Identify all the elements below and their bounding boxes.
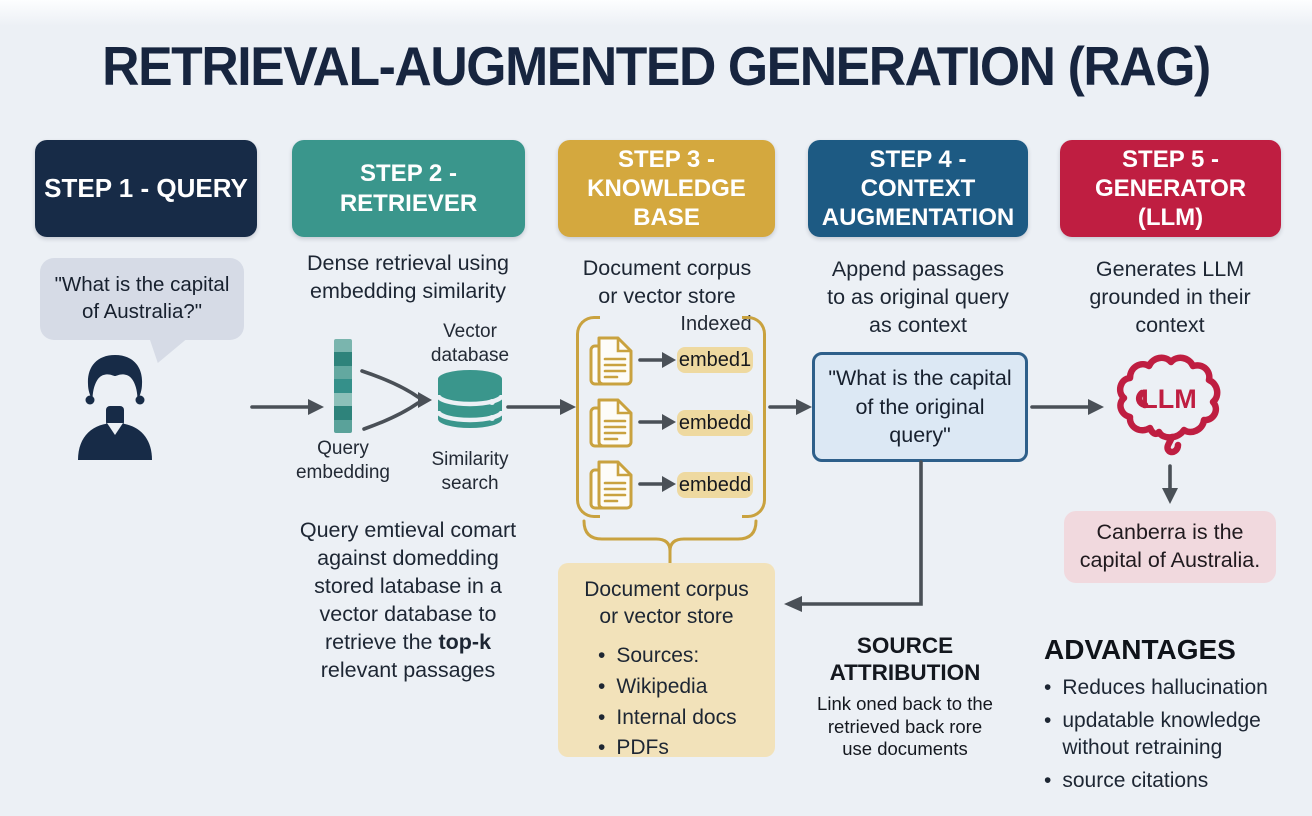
answer-box: Canberra is the capital of Australia. bbox=[1064, 511, 1276, 583]
document-icon bbox=[589, 336, 633, 386]
arrow-query-to-embedding-icon bbox=[250, 399, 324, 415]
corpus-bullet: Internal docs bbox=[598, 705, 765, 732]
left-bracket-icon bbox=[576, 316, 600, 518]
corpus-bullet: Wikipedia bbox=[598, 674, 765, 701]
query-speech-bubble: "What is the capital of Australia?" bbox=[40, 258, 244, 340]
arrow-doc-to-embed-icon bbox=[638, 414, 676, 430]
embedding-pill: embedd bbox=[677, 472, 753, 498]
brace-icon bbox=[582, 519, 758, 569]
corpus-box-title: Document corpus or vector store bbox=[584, 578, 749, 628]
step5-heading: Generates LLM grounded in their context bbox=[1089, 257, 1251, 337]
advantages-title: ADVANTAGES bbox=[1044, 634, 1236, 665]
right-bracket-icon bbox=[742, 316, 766, 518]
elbow-arrow-icon bbox=[784, 460, 923, 612]
advantage-item: Reduces hallucination bbox=[1044, 675, 1292, 702]
llm-label: LLM bbox=[1141, 384, 1196, 414]
merge-arrows-icon bbox=[360, 369, 432, 431]
arrow-llm-to-answer-icon bbox=[1162, 464, 1178, 504]
step4-heading: Append passages to as original query as … bbox=[827, 257, 1009, 337]
step2-description: Query emtieval comart against domedding … bbox=[278, 517, 538, 685]
document-icon bbox=[589, 398, 633, 448]
source-attribution-body: Link oned back to the retrieved back ror… bbox=[817, 693, 993, 760]
user-icon bbox=[78, 355, 152, 460]
step2-topk: top-k bbox=[438, 629, 492, 654]
arrow-corpus-to-context-icon bbox=[768, 399, 812, 415]
step3-header: STEP 3 - KNOWLEDGE BASE bbox=[558, 140, 775, 237]
vector-database-label: Vector database bbox=[430, 321, 510, 366]
step2-description-top: Query emtieval comart against domedding … bbox=[299, 518, 517, 626]
page-title: RETRIEVAL-AUGMENTED GENERATION (RAG) bbox=[102, 35, 1211, 97]
embedding-vector-icon bbox=[334, 339, 352, 433]
step2-header: STEP 2 - RETRIEVER bbox=[292, 140, 525, 237]
arrow-doc-to-embed-icon bbox=[638, 352, 676, 368]
indexed-label: Indexed bbox=[680, 313, 752, 335]
source-attribution: SOURCE ATTRIBUTION Link oned back to the… bbox=[800, 632, 1010, 761]
advantage-item: updatable knowledge without retraining bbox=[1044, 708, 1292, 762]
database-icon bbox=[436, 370, 504, 428]
query-embedding-label: Query embedding bbox=[295, 438, 391, 483]
embedding-pill: embedd bbox=[677, 410, 753, 436]
corpus-box-bullets: Sources: Wikipedia Internal docs PDFs bbox=[598, 643, 765, 763]
augmented-query-box: "What is the capital of the original que… bbox=[812, 352, 1028, 462]
step2-heading: Dense retrieval using embedding similari… bbox=[307, 251, 509, 303]
advantages-list: Reduces hallucination updatable knowledg… bbox=[1044, 675, 1292, 795]
brain-icon: LLM bbox=[1116, 354, 1221, 456]
similarity-search-label: Similarity search bbox=[431, 449, 509, 494]
arrow-doc-to-embed-icon bbox=[638, 476, 676, 492]
step2-description-prefix: retrieve the bbox=[324, 629, 439, 654]
advantage-item: source citations bbox=[1044, 768, 1292, 795]
source-attribution-title: SOURCE ATTRIBUTION bbox=[829, 633, 981, 685]
step3-heading: Document corpus or vector store bbox=[582, 256, 752, 308]
corpus-bullet: Sources: bbox=[598, 643, 765, 670]
corpus-box: Document corpus or vector store Sources:… bbox=[558, 563, 775, 759]
step2-description-last: relevant passages bbox=[320, 657, 496, 682]
document-icon bbox=[589, 460, 633, 510]
corpus-bullet: PDFs bbox=[598, 735, 765, 762]
advantages: ADVANTAGES Reduces hallucination updatab… bbox=[1044, 634, 1292, 801]
arrow-context-to-llm-icon bbox=[1030, 399, 1104, 415]
arrow-db-to-corpus-icon bbox=[506, 399, 576, 415]
step1-header: STEP 1 - QUERY bbox=[35, 140, 257, 237]
step5-header: STEP 5 - GENERATOR (LLM) bbox=[1060, 140, 1281, 237]
step4-header: STEP 4 - CONTEXT AUGMENTATION bbox=[808, 140, 1028, 237]
embedding-pill: embed1 bbox=[677, 347, 753, 373]
